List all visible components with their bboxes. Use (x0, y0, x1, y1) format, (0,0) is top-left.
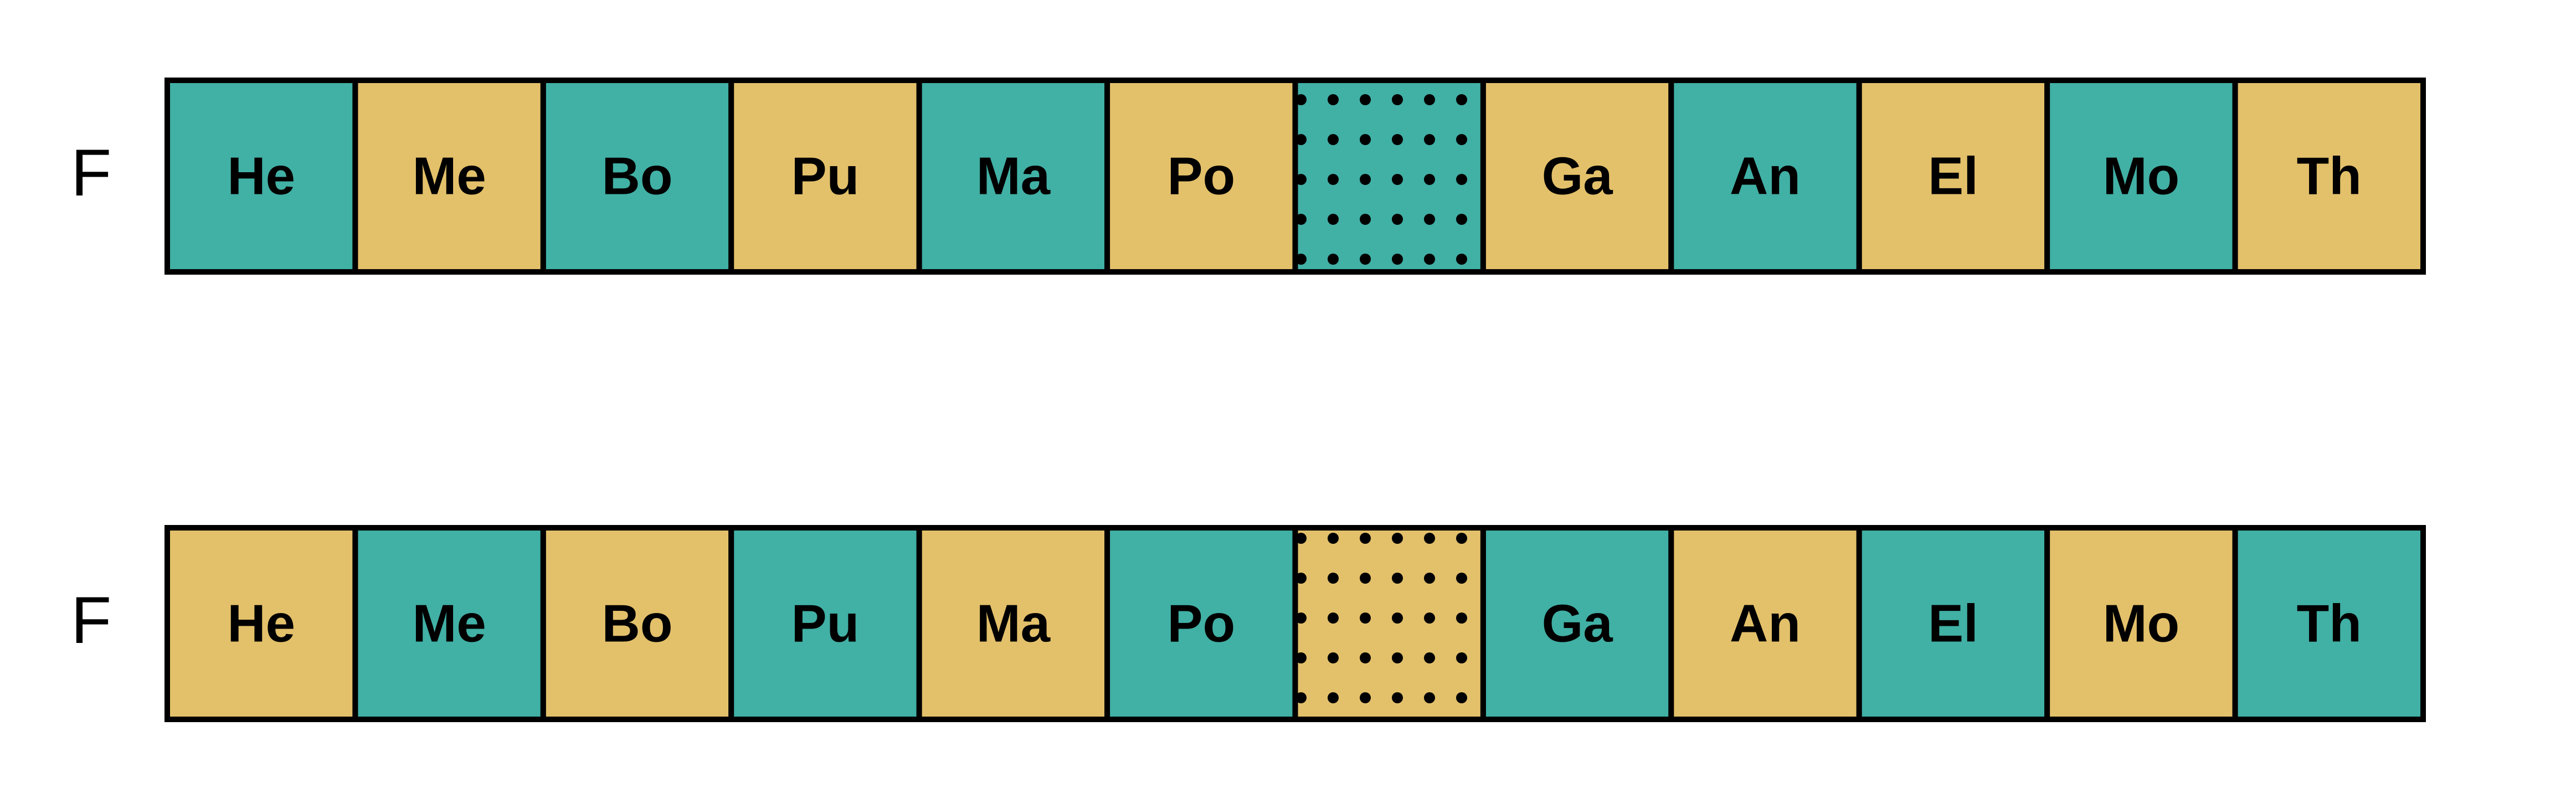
row-2-cell-10-label: El (1928, 594, 1978, 653)
row-2-cell-6 (1104, 525, 1298, 722)
row-1-strip-border (164, 78, 2426, 275)
row-1-cell-5-label: Ma (976, 147, 1051, 206)
row-1-dotted-cell (1292, 78, 1486, 275)
row-2-cell-1-label: He (227, 594, 295, 653)
row-2-cell-8-label: Ga (1542, 594, 1613, 653)
row-1-cell-4-label: Pu (791, 147, 860, 206)
row-1-cell-11 (2044, 78, 2238, 275)
row-1-cell-11-label: Mo (2103, 147, 2180, 206)
row-2-cell-12-label: Th (2297, 594, 2362, 653)
row-1-cell-8 (1480, 78, 1674, 275)
strip-row-2: He Me Bo Pu Ma Po Ga An El Mo Th (164, 525, 2426, 722)
strip-row-1: He Me Bo Pu Ma Po Ga An El Mo Th (164, 78, 2426, 275)
row-2-cell-4 (728, 525, 922, 722)
row-1-label: F (71, 136, 112, 210)
row-1-cell-12-label: Th (2297, 147, 2362, 206)
row-1-cell-2-label: Me (412, 147, 486, 206)
row-1-cell-3-label: Bo (602, 147, 673, 206)
row-1-cell-9-label: An (1730, 147, 1801, 206)
row-2-cell-5-label: Ma (976, 594, 1051, 653)
row-2-cell-4-label: Pu (791, 594, 860, 653)
row-1-cell-5 (916, 78, 1110, 275)
row-1-cell-10-label: El (1928, 147, 1978, 206)
row-2-cell-3-label: Bo (602, 594, 673, 653)
row-2-cell-2-label: Me (412, 594, 486, 653)
row-2-cell-5 (916, 525, 1110, 722)
row-2-cell-9-label: An (1730, 594, 1801, 653)
row-1-cell-6-label: Po (1167, 147, 1235, 206)
row-2-strip-border (164, 525, 2426, 722)
row-1-cell-6 (1104, 78, 1298, 275)
row-2-cell-8 (1480, 525, 1674, 722)
row-1-cell-1-label: He (227, 147, 295, 206)
row-2-cell-11-label: Mo (2103, 594, 2180, 653)
row-1-cell-8-label: Ga (1542, 147, 1613, 206)
row-2-cell-3 (540, 525, 734, 722)
row-1-cell-9 (1668, 78, 1862, 275)
row-2-dotted-cell (1292, 525, 1486, 722)
row-2-cell-6-label: Po (1167, 594, 1235, 653)
row-2-label: F (71, 583, 112, 657)
